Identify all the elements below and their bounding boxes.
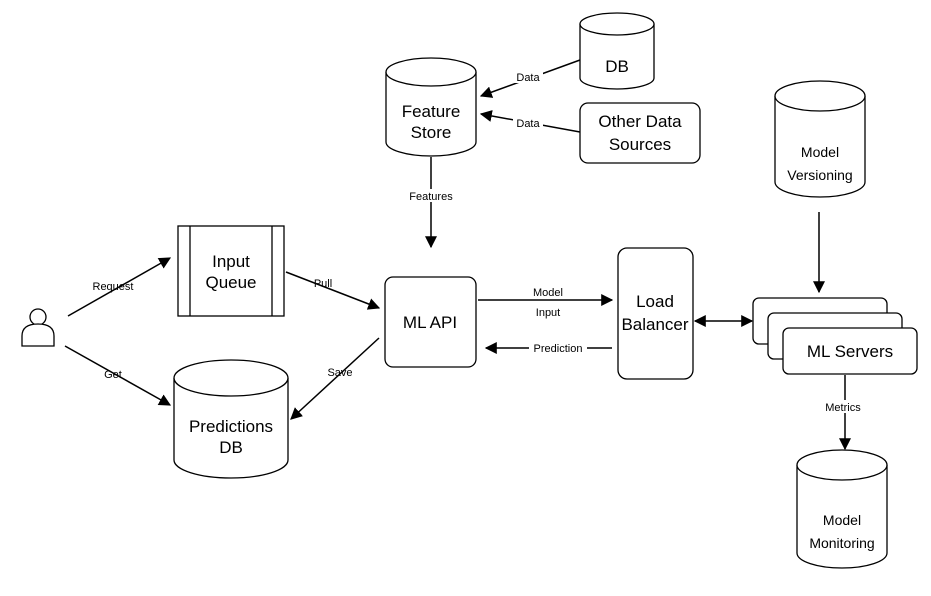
edge-label-prediction: Prediction [534, 343, 583, 355]
model-monitoring-label-2: Monitoring [809, 535, 874, 551]
edge-label-request: Request [93, 281, 134, 293]
model-versioning-label-2: Versioning [787, 167, 852, 183]
other-sources-label-1: Other Data [598, 112, 682, 131]
ml-api: ML API [384, 276, 477, 368]
db-label: DB [605, 57, 629, 76]
input-queue-label-2: Queue [205, 273, 256, 292]
edge-label-model-input-2: Input [536, 307, 560, 319]
feature-store-label-1: Feature [402, 102, 461, 121]
input-queue-label-1: Input [212, 252, 250, 271]
ml-servers-label: ML Servers [807, 342, 893, 361]
input-queue: Input Queue [177, 225, 285, 317]
model-versioning-label-1: Model [801, 144, 839, 160]
load-balancer-label-2: Balancer [621, 315, 688, 334]
edge-label-get: Get [104, 369, 122, 381]
predictions-db-label-1: Predictions [189, 417, 273, 436]
edge-label-data-db: Data [516, 72, 540, 84]
edge-label-model-input-1: Model [533, 287, 563, 299]
model-versioning-cylinder: Model Versioning [774, 80, 866, 198]
edge-label-data-other: Data [516, 118, 540, 130]
edge-label-save: Save [327, 367, 352, 379]
ml-api-label: ML API [403, 313, 457, 332]
feature-store-label-2: Store [411, 123, 452, 142]
db-cylinder: DB [579, 12, 655, 90]
load-balancer: Load Balancer [617, 247, 694, 380]
edge-pull [285, 271, 381, 310]
predictions-db-cylinder: Predictions DB [173, 359, 289, 479]
ml-servers-stack: ML Servers [752, 297, 918, 375]
feature-store-cylinder: Feature Store [385, 57, 477, 157]
edge-save [290, 337, 380, 420]
other-data-sources: Other Data Sources [579, 102, 701, 164]
other-sources-label-2: Sources [609, 135, 671, 154]
model-monitoring-label-1: Model [823, 512, 861, 528]
edge-label-metrics: Metrics [825, 402, 861, 414]
edge-label-pull: Pull [314, 278, 332, 290]
user-icon [21, 308, 55, 347]
predictions-db-label-2: DB [219, 438, 243, 457]
model-monitoring-cylinder: Model Monitoring [796, 449, 888, 569]
edge-label-features: Features [409, 191, 453, 203]
load-balancer-label-1: Load [636, 292, 674, 311]
edge-get [64, 345, 172, 406]
edge-request [67, 257, 172, 317]
